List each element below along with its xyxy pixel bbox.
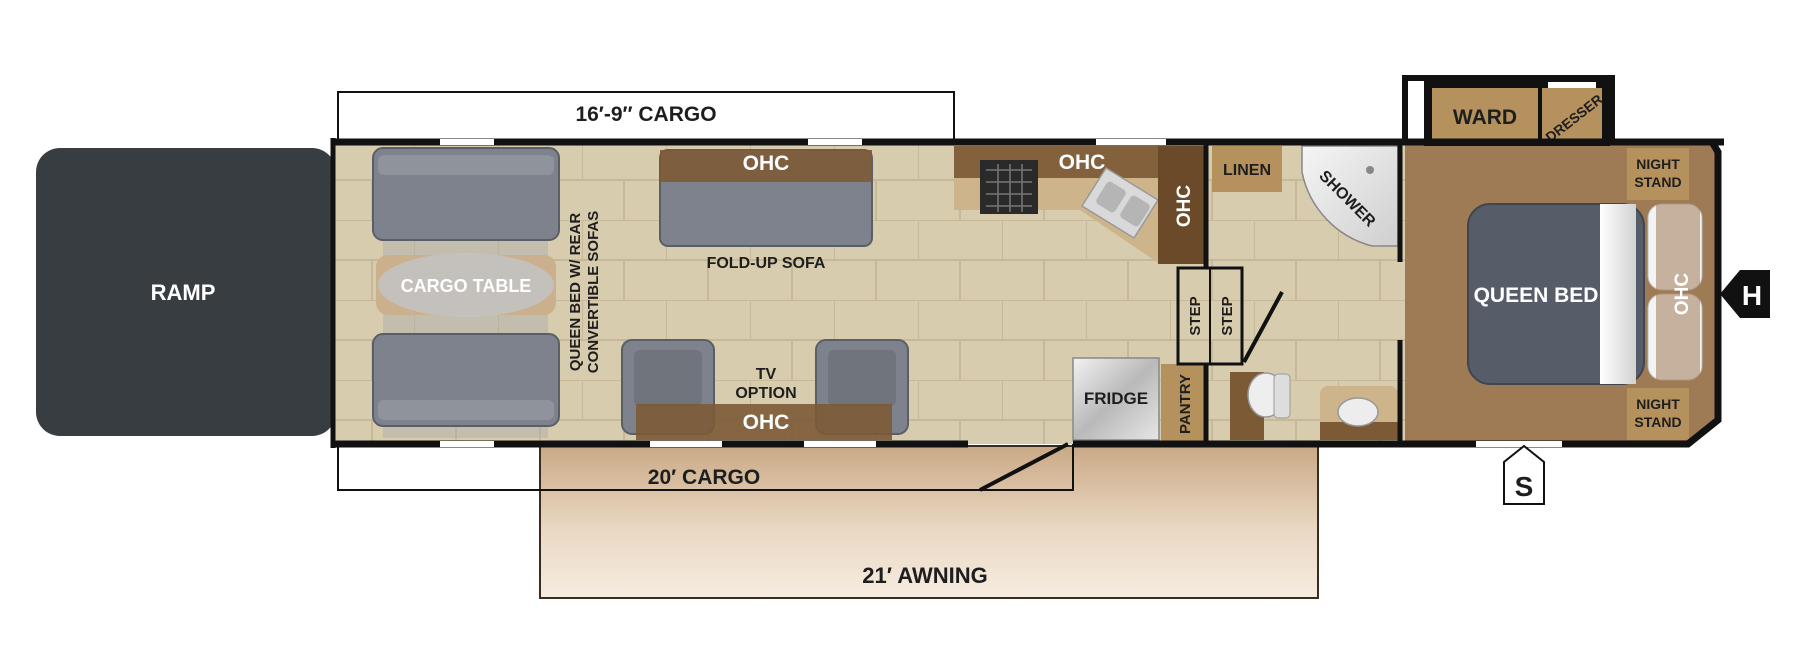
cargo-bottom-label: 20′ CARGO (648, 466, 760, 489)
step-1-label: STEP (1187, 296, 1204, 335)
rear-convertible-sofas: CARGO TABLE (372, 147, 560, 438)
bath-sink-icon (1337, 397, 1379, 427)
night-stand-bottom: NIGHT STAND (1627, 388, 1689, 440)
slide-label: S (1515, 471, 1534, 502)
slide-badge: S (1503, 444, 1545, 505)
stove-icon (980, 160, 1038, 214)
ohc-kitchen-label: OHC (1059, 151, 1106, 174)
cargo-top-label: 16′-9″ CARGO (575, 103, 716, 126)
queen-bed-label: QUEEN BED (1474, 284, 1599, 307)
step-2-label: STEP (1219, 296, 1236, 335)
cargo-table-label: CARGO TABLE (401, 276, 532, 296)
ohc-tv-cabinet (636, 404, 892, 440)
ohc-tv-label: OHC (743, 411, 790, 434)
ramp: RAMP (36, 148, 336, 436)
entry-door (979, 442, 1069, 492)
pantry: PANTRY (1161, 364, 1205, 442)
linen-closet: LINEN (1212, 146, 1282, 192)
hitch-label: H (1742, 280, 1762, 311)
dresser (1542, 88, 1602, 144)
awning-label: 21′ AWNING (862, 563, 987, 588)
ward-label: WARD (1453, 106, 1517, 129)
fridge-label: FRIDGE (1084, 389, 1148, 408)
kitchen: OHC OHC (954, 146, 1206, 264)
ohc-corner-cabinet (1158, 146, 1206, 264)
svg-text:NIGHT: NIGHT (1636, 156, 1680, 172)
awning: 21′ AWNING (539, 445, 1319, 599)
ohc-front-cabinet (660, 150, 872, 182)
night-stand-top: NIGHT STAND (1627, 148, 1689, 200)
svg-text:NIGHT: NIGHT (1636, 396, 1680, 412)
wardrobe: WARD DRESSER (1424, 80, 1610, 146)
svg-text:STAND: STAND (1634, 414, 1681, 430)
svg-text:STAND: STAND (1634, 174, 1681, 190)
toilet-icon (1230, 372, 1291, 440)
queen-bed-sofas-label: QUEEN BED W/ REAR CONVERTIBLE SOFAS (567, 211, 602, 374)
bath-vanity (1320, 386, 1398, 440)
ohc-bed-cabinet (1656, 200, 1700, 388)
steps: STEP STEP (1176, 266, 1244, 366)
svg-text:CONVERTIBLE SOFAS: CONVERTIBLE SOFAS (585, 211, 602, 374)
ohc-bed-label: OHC (1672, 273, 1693, 316)
queen-bed: QUEEN BED OHC (1467, 200, 1703, 388)
ohc-front-label: OHC (743, 152, 790, 175)
ramp-label: RAMP (151, 280, 216, 305)
svg-text:QUEEN BED W/ REAR: QUEEN BED W/ REAR (567, 213, 584, 372)
cargo-top-dimension: 16′-9″ CARGO (337, 91, 955, 140)
tv-option-label-2: OPTION (735, 385, 796, 402)
kitchen-sink-icon (1080, 166, 1160, 240)
hitch-badge: H (1720, 270, 1770, 318)
interior-walls (1203, 142, 1403, 444)
windows (440, 139, 1562, 447)
linen-label: LINEN (1223, 162, 1271, 179)
cargo-bottom-dimension: 20′ CARGO (337, 444, 1074, 491)
ohc-corner-label: OHC (1174, 185, 1195, 228)
fold-up-sofa: OHC FOLD-UP SOFA (659, 149, 873, 272)
pantry-label: PANTRY (1177, 374, 1194, 434)
tv-option-label-1: TV (756, 366, 777, 383)
fold-up-sofa-label: FOLD-UP SOFA (707, 255, 826, 272)
fridge: FRIDGE (1072, 357, 1160, 441)
